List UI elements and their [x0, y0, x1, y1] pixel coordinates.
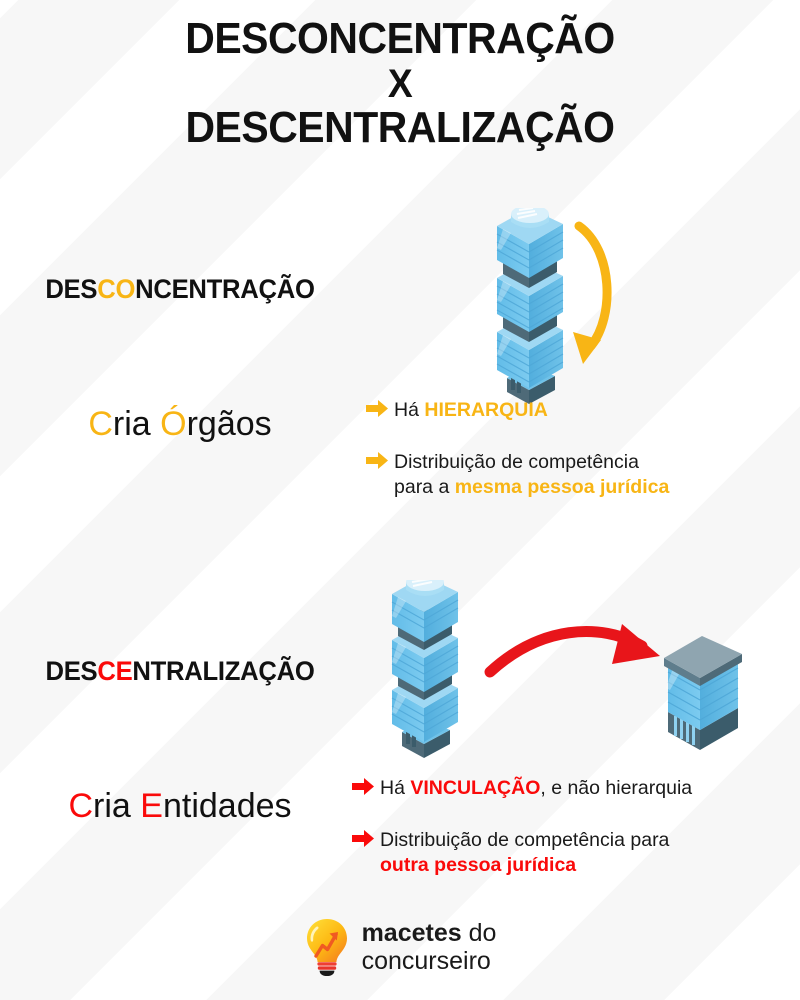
headline-suffix: NTRALIZAÇÃO — [132, 656, 315, 686]
descentralizacao-result: Cria Entidades — [0, 787, 360, 826]
bullet-item: Distribuição de competência para outra p… — [352, 828, 782, 879]
headline-suffix: NCENTRAÇÃO — [135, 274, 315, 304]
headline-prefix: DES — [45, 656, 98, 686]
tower-rooftop-cap — [511, 208, 549, 228]
right-arrow-icon — [352, 776, 380, 795]
tower-to-entity-illustration — [391, 580, 742, 758]
bullet-text: Distribuição de competência para outra p… — [380, 828, 669, 879]
right-arrow-icon — [352, 828, 380, 847]
bullet-text: Distribuição de competência para a mesma… — [394, 450, 669, 501]
brand-bold: macetes — [361, 919, 462, 947]
title-line-1: DESCONCENTRAÇÃO — [185, 14, 615, 63]
bullet-item: Há HIERARQUIA — [366, 398, 766, 424]
entity-building-illustration — [664, 636, 742, 750]
desconcentracao-headline: DESCONCENTRAÇÃO — [9, 274, 351, 305]
vinculacao-curved-arrow-icon — [484, 624, 660, 678]
right-arrow-icon — [366, 450, 394, 469]
lightbulb-with-growth-arrow-icon — [306, 919, 347, 976]
bullet-part-plain: Há — [380, 777, 411, 799]
brand-wordmark: macetes do concurseiro — [362, 919, 497, 975]
brand-logo[interactable]: macetes do concurseiro — [0, 918, 800, 976]
title-line-2: X — [387, 61, 413, 106]
descentralizacao-headline: DESCENTRALIZAÇÃO — [9, 656, 351, 687]
result-cap-2: E — [140, 787, 163, 825]
result-rest-2: ntidades — [162, 787, 292, 825]
result-cap-1: C — [68, 787, 94, 825]
result-rest-1: ria — [112, 405, 161, 443]
tall-tower-descentralizacao — [391, 580, 459, 758]
bullet-part-plain: para a — [394, 476, 455, 499]
bullet-part-plain: Há — [394, 399, 425, 421]
bullet-text: Há VINCULAÇÃO, e não hierarquia — [380, 776, 692, 802]
bullet-part-accent: outra pessoa jurídica — [380, 854, 577, 877]
bullet-part-plain: Distribuição de competência para — [380, 828, 670, 851]
bullet-item: Distribuição de competência para a mesma… — [366, 450, 766, 501]
result-cap-2: Ó — [160, 405, 187, 443]
headline-highlight: CO — [97, 274, 136, 304]
bullet-text: Há HIERARQUIA — [394, 398, 548, 424]
bullet-part-plain: Distribuição de competência — [394, 450, 639, 473]
brand-line-1: macetes do — [362, 919, 497, 947]
right-arrow-icon — [366, 398, 394, 417]
bullet-part-plain: , e não hierarquia — [540, 777, 693, 799]
result-cap-1: C — [88, 405, 113, 443]
brand-line-2: concurseiro — [361, 947, 491, 975]
descentralizacao-bullets: Há VINCULAÇÃO, e não hierarquia Distribu… — [352, 776, 782, 895]
section-descentralizacao: DESCENTRALIZAÇÃO Cria Entidades — [0, 580, 800, 910]
result-rest-1: ria — [93, 787, 141, 825]
page-title: DESCONCENTRAÇÃO X DESCENTRALIZAÇÃO — [0, 14, 800, 153]
tall-tower-illustration-desconcentracao — [496, 208, 612, 404]
bullet-part-accent: VINCULAÇÃO — [410, 777, 541, 799]
bullet-part-accent: mesma pessoa jurídica — [454, 476, 670, 499]
desconcentracao-bullets: Há HIERARQUIA Distribuição de competênci… — [366, 398, 766, 517]
title-line-3: DESCENTRALIZAÇÃO — [185, 103, 615, 153]
brand-light: do — [461, 919, 497, 947]
result-rest-2: rgãos — [186, 405, 272, 443]
headline-prefix: DES — [45, 274, 98, 304]
section-desconcentracao: DESCONCENTRAÇÃO Cria Órgãos — [0, 208, 800, 560]
bullet-part-accent: HIERARQUIA — [424, 399, 548, 421]
hierarchy-curved-arrow-icon — [573, 221, 612, 364]
bullet-item: Há VINCULAÇÃO, e não hierarquia — [352, 776, 782, 802]
headline-highlight: CE — [97, 656, 133, 686]
desconcentracao-result: Cria Órgãos — [0, 405, 360, 444]
